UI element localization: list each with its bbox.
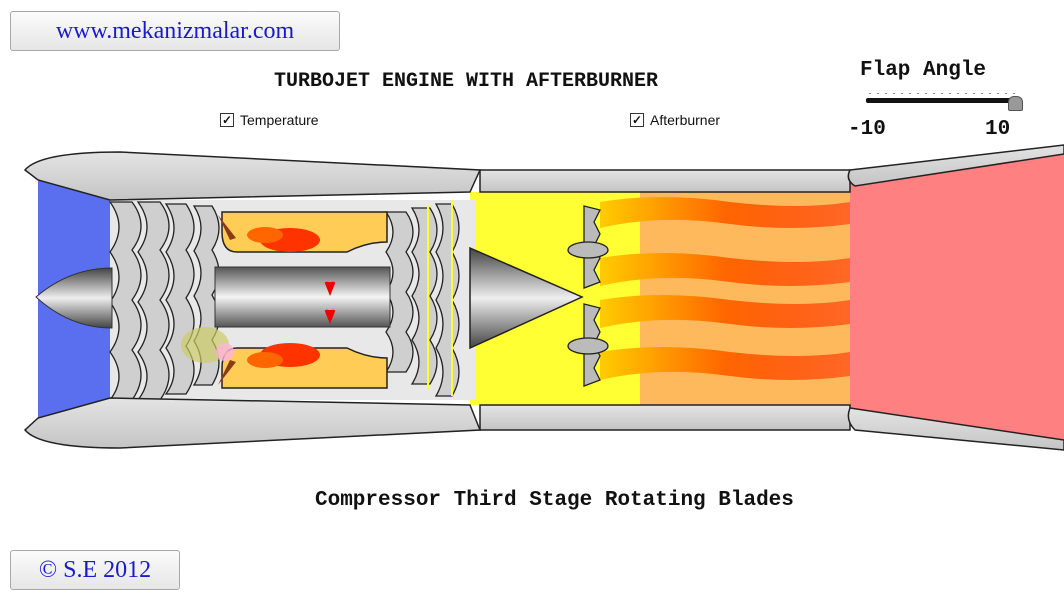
temperature-label: Temperature	[240, 112, 319, 128]
afterburner-duct-lower	[480, 405, 850, 430]
checkbox-check-icon: ✓	[630, 113, 644, 127]
afterburner-label: Afterburner	[650, 112, 720, 128]
copyright-button[interactable]: © S.E 2012	[10, 550, 180, 590]
flap-angle-slider-track[interactable]	[866, 98, 1016, 103]
nacelle-lower	[25, 398, 480, 448]
afterburner-checkbox[interactable]: ✓ Afterburner	[630, 112, 720, 128]
flap-max-label: 10	[985, 118, 1010, 141]
flap-min-label: -10	[848, 118, 886, 141]
website-link-button[interactable]: www.mekanizmalar.com	[10, 11, 340, 51]
flap-angle-slider-handle[interactable]	[1008, 96, 1023, 111]
checkbox-check-icon: ✓	[220, 113, 234, 127]
engine-shaft	[215, 267, 390, 327]
turbojet-engine-diagram	[0, 140, 1064, 460]
slider-tick-marks	[866, 92, 1016, 95]
page-title: TURBOJET ENGINE WITH AFTERBURNER	[274, 70, 658, 93]
flap-angle-title: Flap Angle	[860, 59, 986, 82]
temperature-checkbox[interactable]: ✓ Temperature	[220, 112, 319, 128]
afterburner-duct-upper	[480, 170, 850, 192]
exhaust-plume	[850, 145, 1064, 450]
nacelle-upper	[25, 152, 480, 200]
component-caption: Compressor Third Stage Rotating Blades	[315, 489, 794, 512]
